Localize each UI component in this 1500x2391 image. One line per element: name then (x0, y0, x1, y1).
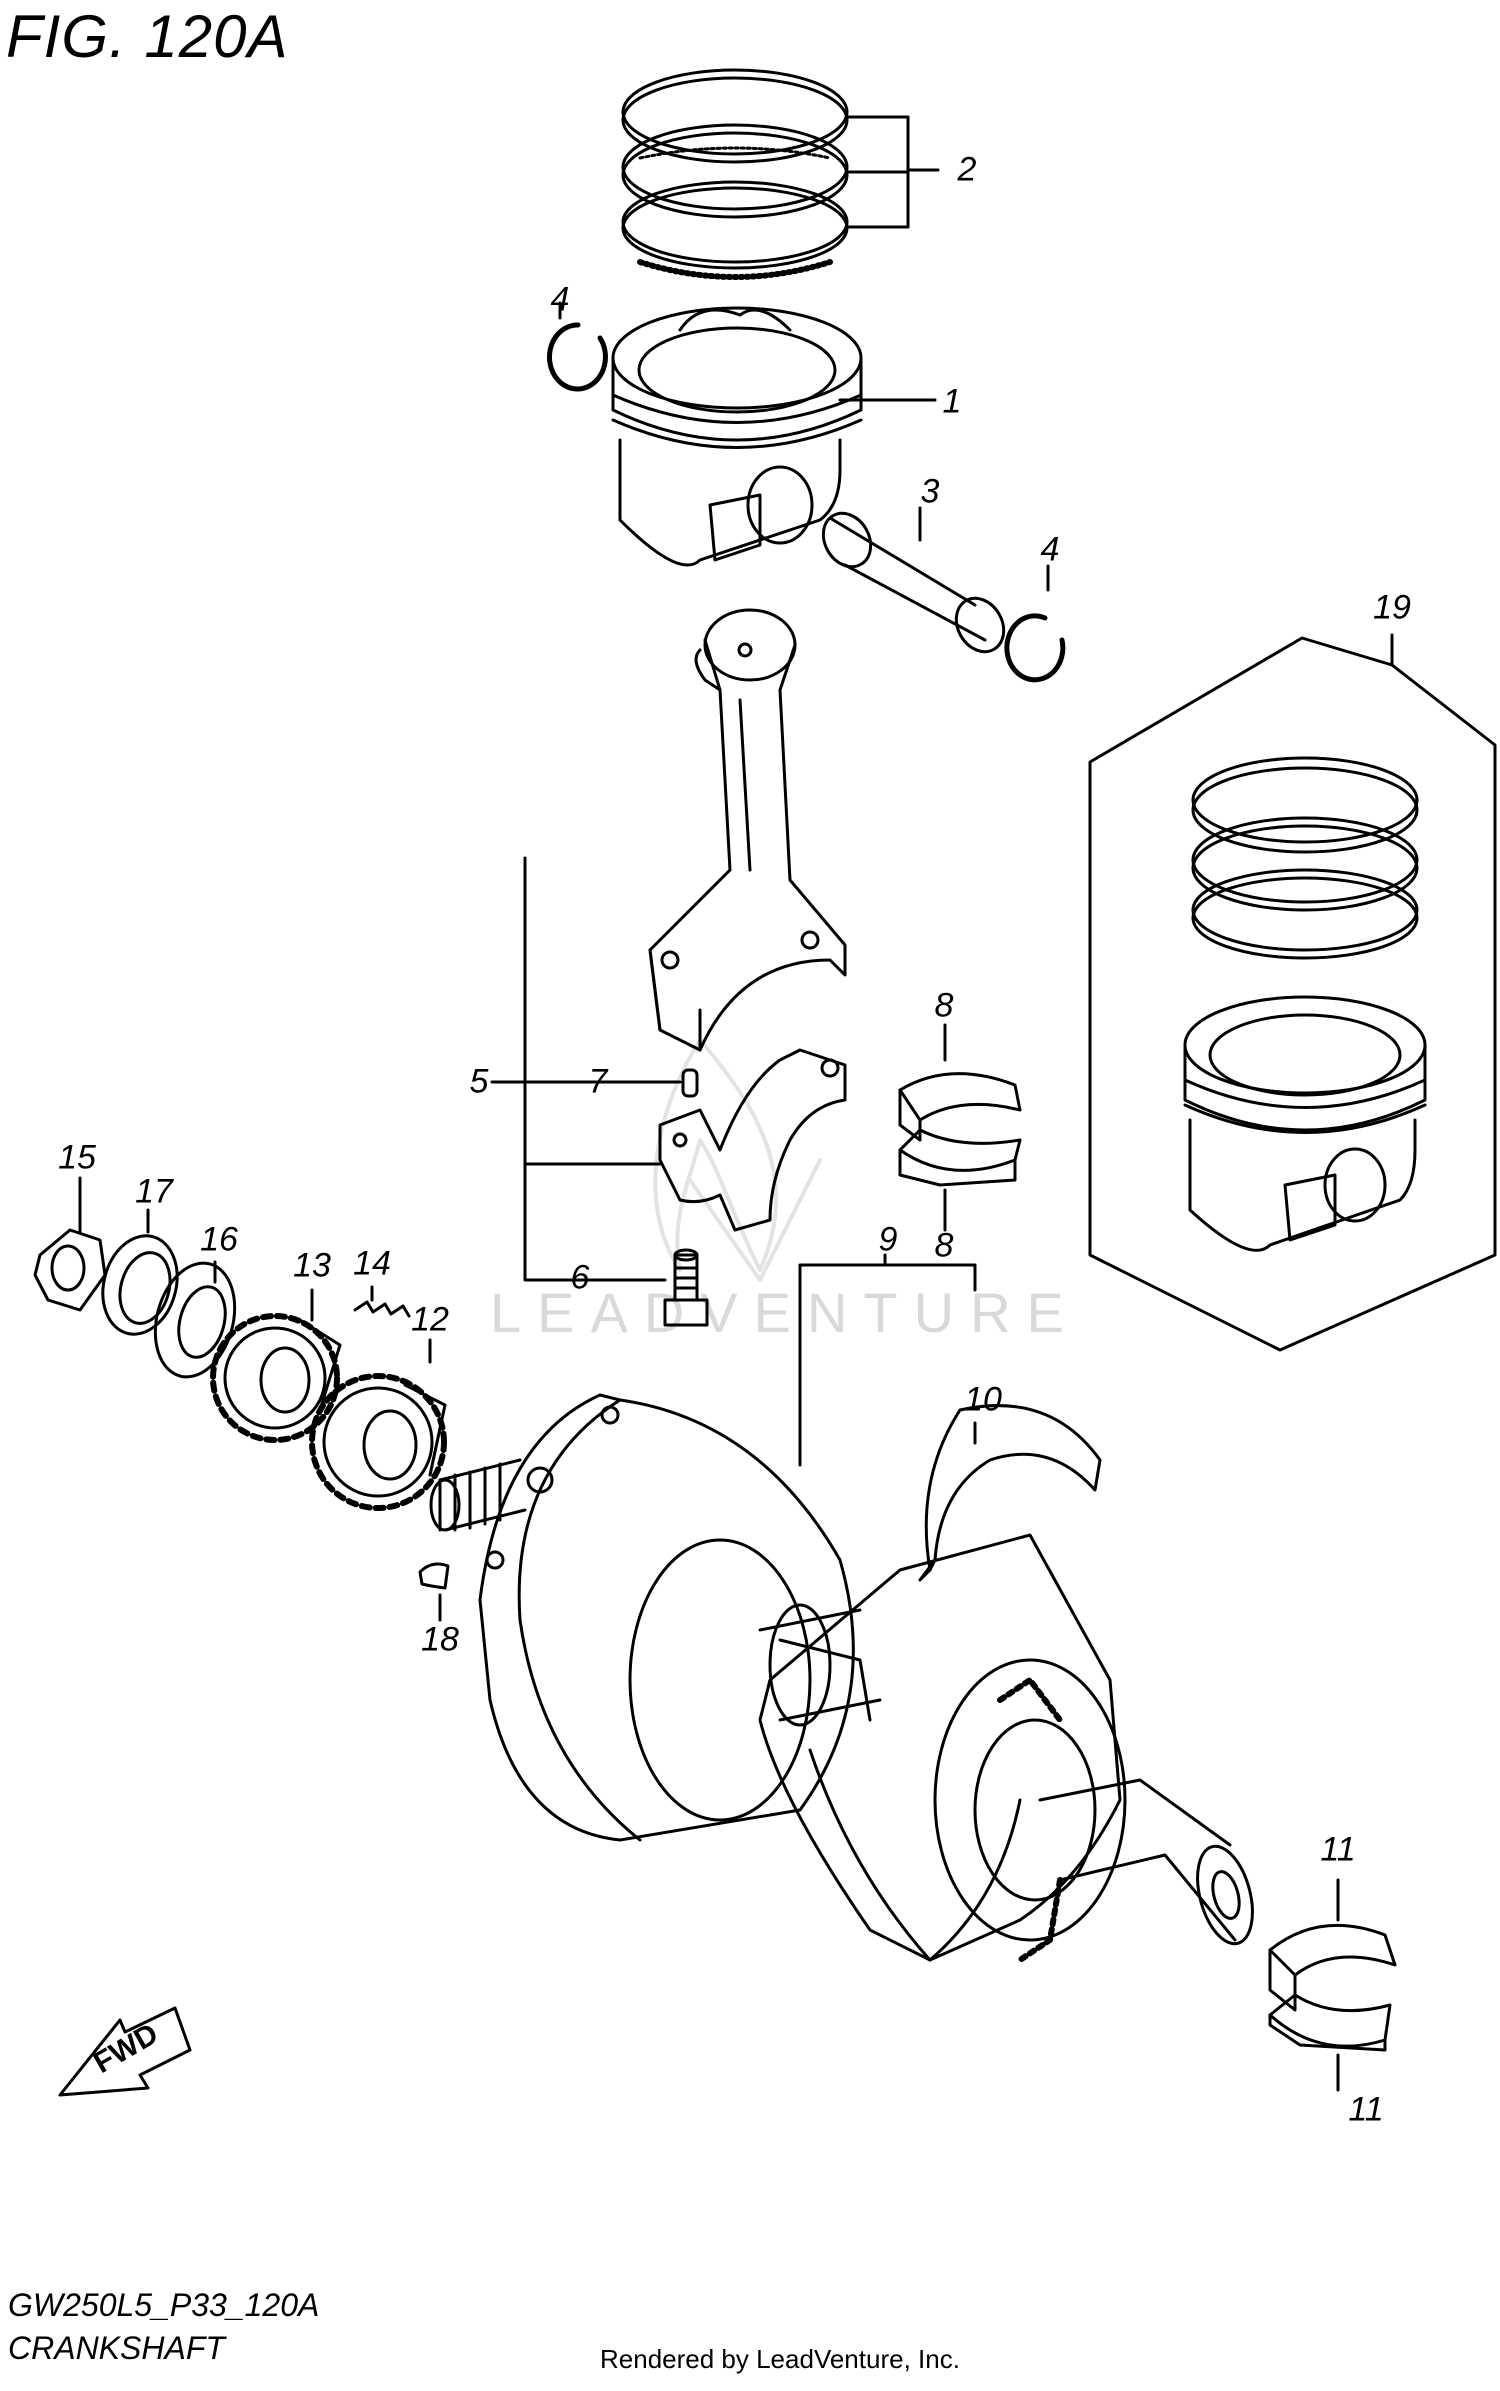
woodruff-key (418, 1562, 450, 1590)
piston-pin (821, 511, 1006, 654)
piston-set-frame (1088, 636, 1497, 1352)
crankshaft-assembly (429, 1393, 1254, 1963)
callout-14[interactable]: 14 (353, 1244, 391, 1283)
section-name: CRANKSHAFT (8, 2330, 225, 2366)
piston (611, 306, 863, 567)
callout-15[interactable]: 15 (58, 1138, 96, 1177)
callout-12[interactable]: 12 (411, 1300, 449, 1339)
callout-17[interactable]: 17 (135, 1172, 173, 1211)
main-bearing-lower (1268, 1993, 1392, 2052)
callout-16[interactable]: 16 (200, 1220, 238, 1259)
balancer-drive-gear (309, 1373, 447, 1511)
connecting-rod-cap (658, 1048, 847, 1232)
callout-19[interactable]: 19 (1373, 588, 1411, 627)
callout-5[interactable]: 5 (469, 1062, 489, 1101)
forward-arrow-icon (58, 2006, 192, 2097)
circlip-right (1004, 613, 1066, 683)
callout-4-left[interactable]: 4 (550, 280, 570, 319)
conrod-bearing-lower (898, 1128, 1022, 1187)
callout-11-lower[interactable]: 11 (1348, 2090, 1384, 2129)
leader-line-9-bracket (798, 1263, 977, 1467)
callout-3[interactable]: 3 (920, 472, 940, 511)
dowel-pin (681, 1068, 699, 1098)
connecting-rod (648, 608, 847, 1052)
nut (33, 1228, 107, 1312)
figure-title: FIG. 120A (6, 3, 289, 70)
callout-4-right[interactable]: 4 (1040, 530, 1060, 569)
piston-ring-set (621, 68, 849, 280)
piston-set-piston (1183, 995, 1427, 1252)
watermark-logo (653, 1038, 822, 1282)
render-credit: Rendered by LeadVenture, Inc. (600, 2344, 960, 2374)
callout-2[interactable]: 2 (957, 150, 977, 189)
callout-10[interactable]: 10 (964, 1380, 1002, 1419)
thrust-washer (918, 1404, 1102, 1582)
spacer-washer (153, 1261, 237, 1379)
spring (353, 1300, 411, 1318)
callout-13[interactable]: 13 (293, 1246, 331, 1285)
callout-8-lower[interactable]: 8 (934, 1226, 954, 1265)
callout-11-upper[interactable]: 11 (1320, 1830, 1356, 1869)
washer (101, 1234, 179, 1336)
callout-8-upper[interactable]: 8 (934, 986, 954, 1025)
piston-set-rings (1191, 756, 1419, 960)
leader-line-2 (846, 115, 940, 229)
callout-18[interactable]: 18 (421, 1620, 459, 1659)
circlip-left (546, 322, 608, 392)
watermark-text: LEADVENTURE (490, 1281, 1080, 1344)
callout-9[interactable]: 9 (878, 1220, 898, 1259)
callout-1[interactable]: 1 (942, 382, 962, 421)
callout-6[interactable]: 6 (570, 1258, 590, 1297)
main-bearing-upper (1268, 1923, 1397, 2012)
primary-drive-gear (210, 1313, 342, 1443)
model-code: GW250L5_P33_120A (8, 2287, 320, 2323)
conrod-bolt (663, 1248, 709, 1327)
callout-7[interactable]: 7 (588, 1062, 608, 1101)
